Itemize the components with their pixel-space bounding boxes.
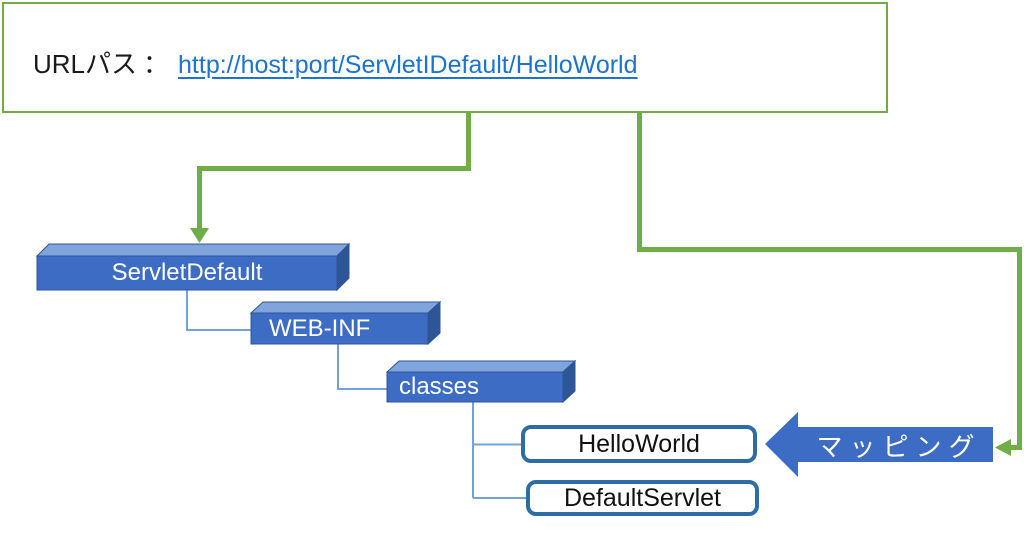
folder-top-face (35, 243, 351, 257)
url-row: URLパス： http://host:port/ServletIDefault/H… (33, 44, 638, 81)
file-label-defaultservlet: DefaultServlet (563, 483, 722, 512)
green-connector-to-mapping (637, 82, 1022, 450)
url-link[interactable]: http://host:port/ServletIDefault/HelloWo… (178, 51, 638, 79)
folder-label-servletdefault: ServletDefault (111, 259, 263, 286)
left-arrowhead-icon (995, 439, 1011, 456)
folder-box-classes (385, 359, 577, 404)
folder-box-webinf (249, 300, 442, 346)
connector-webinf-to-classes (337, 344, 387, 390)
folder-top-face (249, 301, 442, 314)
file-box-helloworld: HelloWorld (521, 425, 757, 463)
folder-front-face (386, 371, 564, 403)
green-connector-to-root-folder (197, 82, 471, 230)
down-arrowhead-icon (190, 228, 209, 243)
file-box-defaultservlet: DefaultServlet (526, 480, 759, 516)
folder-front-face (36, 255, 338, 291)
url-panel (2, 2, 888, 113)
connector-root-to-webinf (186, 290, 251, 331)
folder-box-servletdefault (35, 242, 351, 292)
tree-connector-lines (186, 290, 526, 499)
file-label-helloworld: HelloWorld (578, 429, 700, 458)
mapping-block-arrow (765, 412, 993, 477)
url-path-separator: ： (143, 49, 170, 79)
folder-top-face (385, 360, 577, 373)
url-path-label: URLパス (33, 49, 138, 79)
folder-label-webinf: WEB-INF (269, 315, 371, 342)
folder-label-classes: classes (399, 373, 480, 400)
mapping-arrow-label: マッピング (816, 431, 982, 462)
folder-front-face (250, 312, 429, 345)
